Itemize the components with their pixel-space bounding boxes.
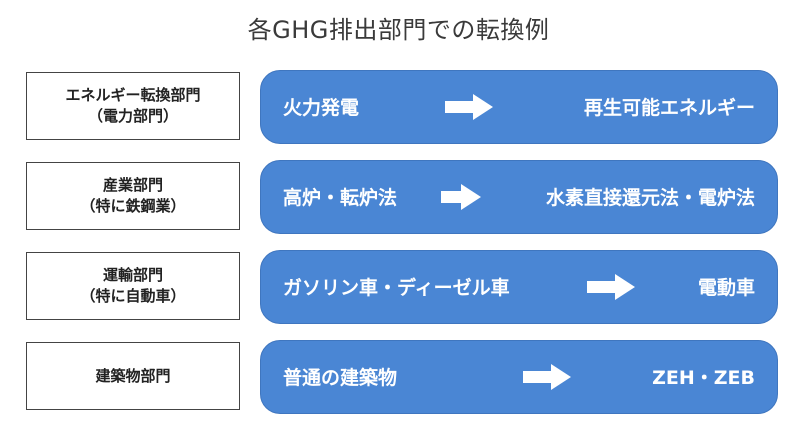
to-label: 水素直接還元法・電炉法 xyxy=(545,187,755,209)
transition-pill: 高炉・転炉法 水素直接還元法・電炉法 xyxy=(260,160,778,234)
transition-row: 産業部門 （特に鉄鋼業） 高炉・転炉法 水素直接還元法・電炉法 xyxy=(0,160,797,236)
to-label: 電動車 xyxy=(697,277,755,299)
sector-label: 産業部門 xyxy=(102,176,163,194)
transition-row: エネルギー転換部門 （電力部門） 火力発電 再生可能エネルギー xyxy=(0,70,797,146)
sector-box: 運輸部門 （特に自動車） xyxy=(26,252,240,320)
from-label: 火力発電 xyxy=(283,97,360,119)
sector-label: エネルギー転換部門 xyxy=(65,86,201,104)
sector-sublabel: （特に鉄鋼業） xyxy=(80,197,186,215)
sector-label: 運輸部門 xyxy=(102,266,163,284)
right-arrow-icon xyxy=(441,71,497,142)
transition-pill: ガソリン車・ディーゼル車 電動車 xyxy=(260,250,778,324)
from-label: 普通の建築物 xyxy=(283,367,398,389)
right-arrow-icon xyxy=(519,341,575,412)
sector-sublabel: （電力部門） xyxy=(87,107,178,125)
page-title: 各GHG排出部門での転換例 xyxy=(247,16,550,44)
sector-box: 産業部門 （特に鉄鋼業） xyxy=(26,162,240,230)
transition-pill: 火力発電 再生可能エネルギー xyxy=(260,70,778,144)
to-label: 再生可能エネルギー xyxy=(583,97,755,119)
sector-box: 建築物部門 xyxy=(26,342,240,410)
right-arrow-icon xyxy=(583,251,639,322)
sector-sublabel: （特に自動車） xyxy=(80,287,186,305)
right-arrow-icon xyxy=(433,161,489,232)
transition-row: 運輸部門 （特に自動車） ガソリン車・ディーゼル車 電動車 xyxy=(0,250,797,326)
from-label: ガソリン車・ディーゼル車 xyxy=(283,277,510,299)
transition-row: 建築物部門 普通の建築物 ZEH・ZEB xyxy=(0,340,797,416)
sector-label: 建築物部門 xyxy=(95,366,171,385)
to-label: ZEH・ZEB xyxy=(652,367,755,389)
from-label: 高炉・転炉法 xyxy=(283,187,398,209)
sector-box: エネルギー転換部門 （電力部門） xyxy=(26,72,240,140)
transition-pill: 普通の建築物 ZEH・ZEB xyxy=(260,340,778,414)
